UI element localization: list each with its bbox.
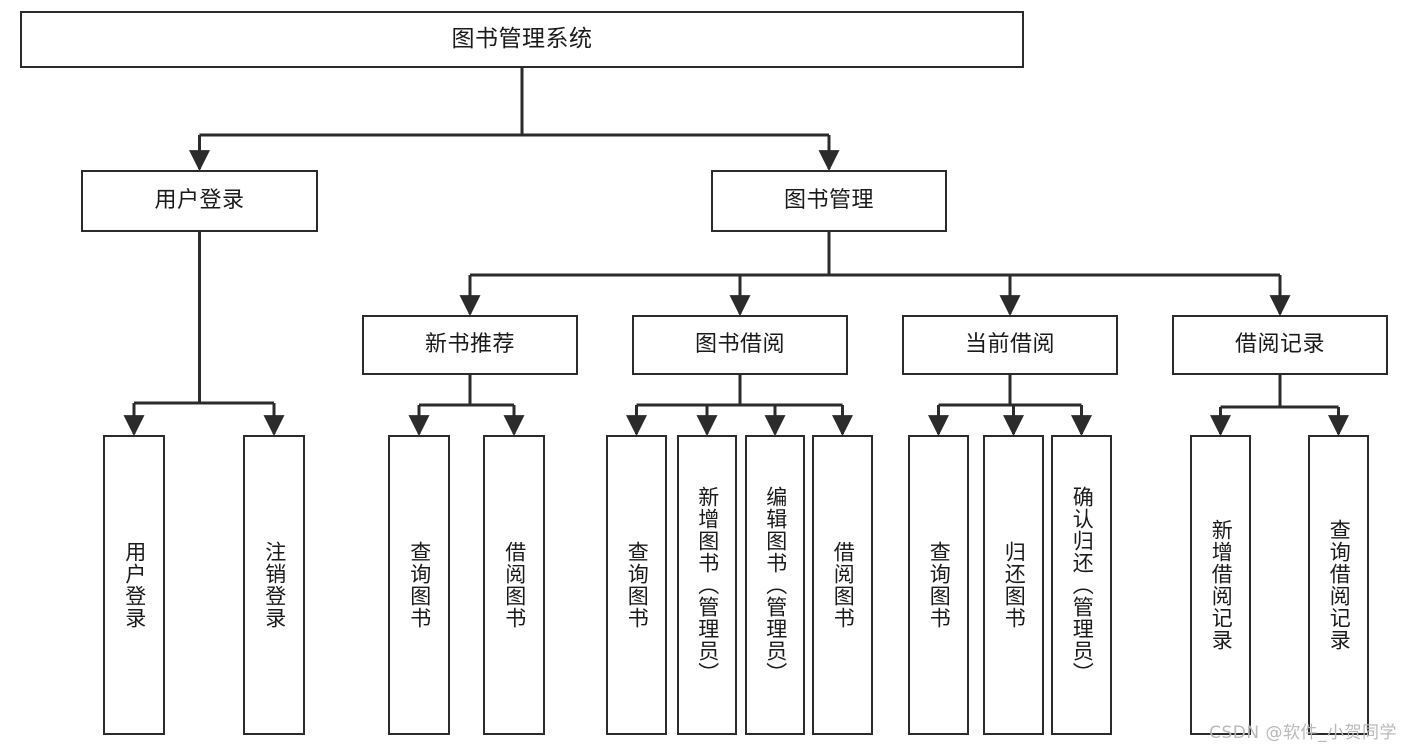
node-label: 查询图书 xyxy=(927,541,952,629)
node-label: 借阅记录 xyxy=(1234,332,1325,358)
node-label: 归还图书 xyxy=(1002,541,1027,629)
node-label: 新增借阅记录 xyxy=(1209,519,1234,651)
node-leaf-query-book-2[interactable]: 查询图书 xyxy=(606,435,667,735)
node-label: 新书推荐 xyxy=(424,332,515,358)
node-leaf-confirm-return[interactable]: 确认归还（管理员） xyxy=(1051,435,1112,735)
node-label: 图书管理系统 xyxy=(451,25,593,52)
node-borrow-record[interactable]: 借阅记录 xyxy=(1172,315,1388,375)
node-label: 确认归还（管理员） xyxy=(1070,486,1095,684)
node-leaf-user-login[interactable]: 用户登录 xyxy=(103,435,165,735)
node-label: 新增图书（管理员） xyxy=(695,486,720,684)
node-new-book-rec[interactable]: 新书推荐 xyxy=(362,315,578,375)
node-leaf-add-record[interactable]: 新增借阅记录 xyxy=(1190,435,1251,735)
node-label: 用户登录 xyxy=(154,188,245,214)
node-label: 用户登录 xyxy=(122,541,147,629)
node-label: 查询借阅记录 xyxy=(1327,519,1352,651)
node-label: 查询图书 xyxy=(625,541,650,629)
node-leaf-edit-book[interactable]: 编辑图书（管理员） xyxy=(745,435,805,735)
node-label: 编辑图书（管理员） xyxy=(763,486,788,684)
node-leaf-add-book[interactable]: 新增图书（管理员） xyxy=(677,435,737,735)
node-label: 查询图书 xyxy=(407,541,432,629)
node-label: 注销登录 xyxy=(262,541,287,629)
node-user-login[interactable]: 用户登录 xyxy=(81,170,318,232)
node-book-manage[interactable]: 图书管理 xyxy=(711,170,947,232)
node-label: 图书借阅 xyxy=(694,332,785,358)
node-label: 借阅图书 xyxy=(502,541,527,629)
node-leaf-borrow-book-1[interactable]: 借阅图书 xyxy=(483,435,545,735)
node-current-borrow[interactable]: 当前借阅 xyxy=(902,315,1118,375)
node-label: 图书管理 xyxy=(783,188,874,214)
node-leaf-return-book[interactable]: 归还图书 xyxy=(983,435,1044,735)
node-leaf-query-book-1[interactable]: 查询图书 xyxy=(388,435,450,735)
node-book-borrow[interactable]: 图书借阅 xyxy=(632,315,848,375)
node-leaf-logout[interactable]: 注销登录 xyxy=(243,435,305,735)
node-label: 借阅图书 xyxy=(831,541,856,629)
node-root[interactable]: 图书管理系统 xyxy=(20,11,1024,68)
node-label: 当前借阅 xyxy=(964,332,1055,358)
node-leaf-query-record[interactable]: 查询借阅记录 xyxy=(1308,435,1369,735)
node-leaf-query-book-3[interactable]: 查询图书 xyxy=(908,435,969,735)
node-leaf-borrow-book-2[interactable]: 借阅图书 xyxy=(812,435,873,735)
